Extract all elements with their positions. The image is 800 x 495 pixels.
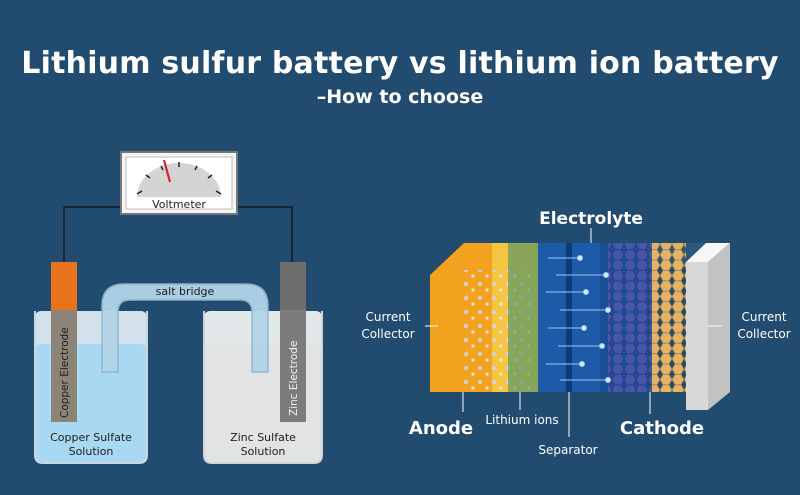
cathode-layer bbox=[652, 243, 686, 392]
salt-bridge-label: salt bridge bbox=[156, 285, 215, 298]
lithium-ion-flow bbox=[546, 255, 611, 383]
wire-left bbox=[63, 206, 124, 262]
copper-solution-label-line2: Solution bbox=[69, 445, 114, 458]
current-collector-right-line1: Current bbox=[741, 310, 786, 324]
separator-label: Separator bbox=[538, 443, 597, 457]
electrolyte-label: Electrolyte bbox=[539, 209, 643, 229]
lithium-ions-label: Lithium ions bbox=[485, 413, 558, 427]
voltmeter-dial bbox=[137, 163, 221, 197]
page-subtitle: –How to choose bbox=[316, 86, 484, 108]
page-title: Lithium sulfur battery vs lithium ion ba… bbox=[21, 46, 779, 81]
salt-bridge: salt bridge bbox=[101, 283, 269, 373]
separator bbox=[566, 243, 572, 392]
zinc-electrode-label: Zinc Electrode bbox=[288, 341, 300, 416]
wire-right bbox=[237, 206, 293, 262]
cathode-label: Cathode bbox=[620, 418, 704, 439]
voltmeter-label: Voltmeter bbox=[152, 198, 206, 211]
current-collector-left-line2: Collector bbox=[361, 327, 414, 341]
anode-label: Anode bbox=[409, 418, 473, 439]
zinc-electrode: Zinc Electrode bbox=[280, 262, 306, 422]
voltmeter: Voltmeter bbox=[120, 151, 238, 215]
copper-electrode-label: Copper Electrode bbox=[59, 327, 71, 418]
zinc-solution-label-line2: Solution bbox=[241, 445, 286, 458]
zinc-solution-label-line1: Zinc Sulfate bbox=[230, 431, 296, 444]
voltmeter-needle bbox=[162, 159, 172, 183]
current-collector-left-line1: Current bbox=[365, 310, 410, 324]
current-collector-right-line2: Collector bbox=[737, 327, 790, 341]
copper-electrode: Copper Electrode bbox=[51, 262, 77, 422]
cathode-collector bbox=[686, 262, 708, 410]
copper-solution-label-line1: Copper Sulfate bbox=[50, 431, 132, 444]
